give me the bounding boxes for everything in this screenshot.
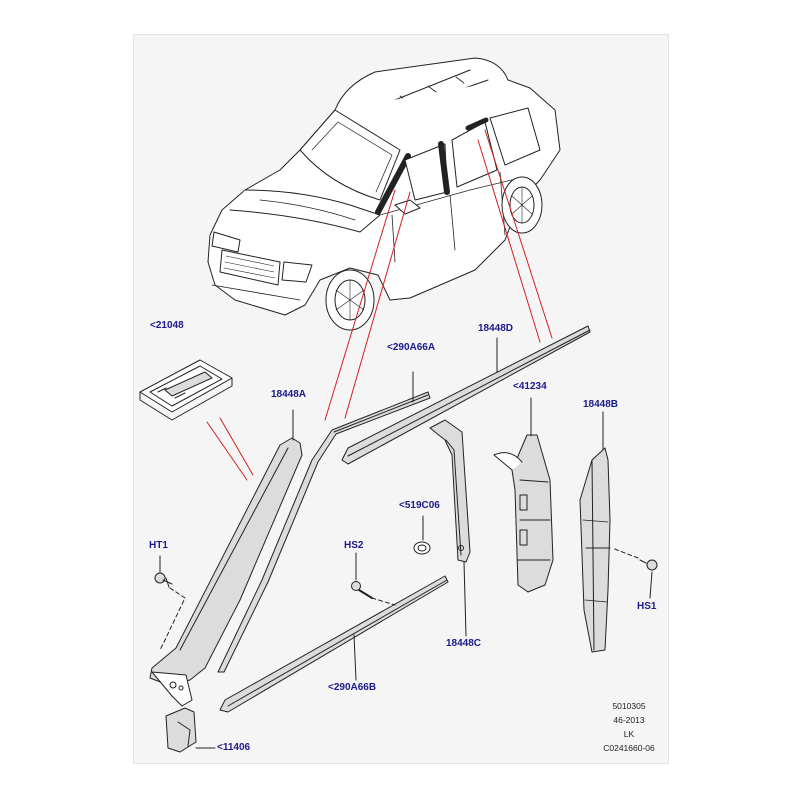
callout-18448a: 18448A (271, 389, 307, 400)
callout-519c06: <519C06 (399, 500, 440, 511)
reference-line-1: 5010305 (612, 701, 646, 711)
b-pillar-bracket-part (493, 434, 554, 593)
callout-11406: <11406 (217, 742, 251, 753)
reference-line-4: C0241660-06 (603, 743, 655, 753)
screw-hs1 (639, 559, 658, 571)
adhesive-kit-part (139, 359, 233, 421)
reference-line-2: 46-2013 (613, 715, 645, 725)
callout-18448b: 18448B (583, 399, 619, 410)
callout-18448c: 18448C (446, 638, 482, 649)
lower-bracket-part (165, 707, 197, 753)
callout-18448d: 18448D (478, 323, 514, 334)
windscreen-seal-part (217, 391, 431, 673)
callout-hs2: HS2 (344, 540, 364, 551)
b-pillar-trim-part (579, 447, 611, 653)
clip-part (413, 541, 431, 555)
callout-21048: <21048 (150, 320, 184, 331)
sill-seal-part (219, 575, 449, 713)
reference-line-3: LK (623, 729, 635, 739)
callout-ht1: HT1 (149, 540, 168, 551)
callout-290a66b: <290A66B (328, 682, 377, 693)
a-pillar-trim-part (149, 437, 303, 707)
leader-lines (206, 129, 553, 481)
screw-ht1 (154, 572, 173, 588)
callout-290a66a: <290A66A (387, 342, 436, 353)
b-pillar-inner-trim-part (429, 419, 471, 563)
vehicle-illustration (207, 57, 561, 331)
callout-hs1: HS1 (637, 601, 657, 612)
roof-seal-strip-part (341, 325, 591, 465)
callout-41234: <41234 (513, 381, 547, 392)
screw-hs2 (351, 581, 373, 599)
